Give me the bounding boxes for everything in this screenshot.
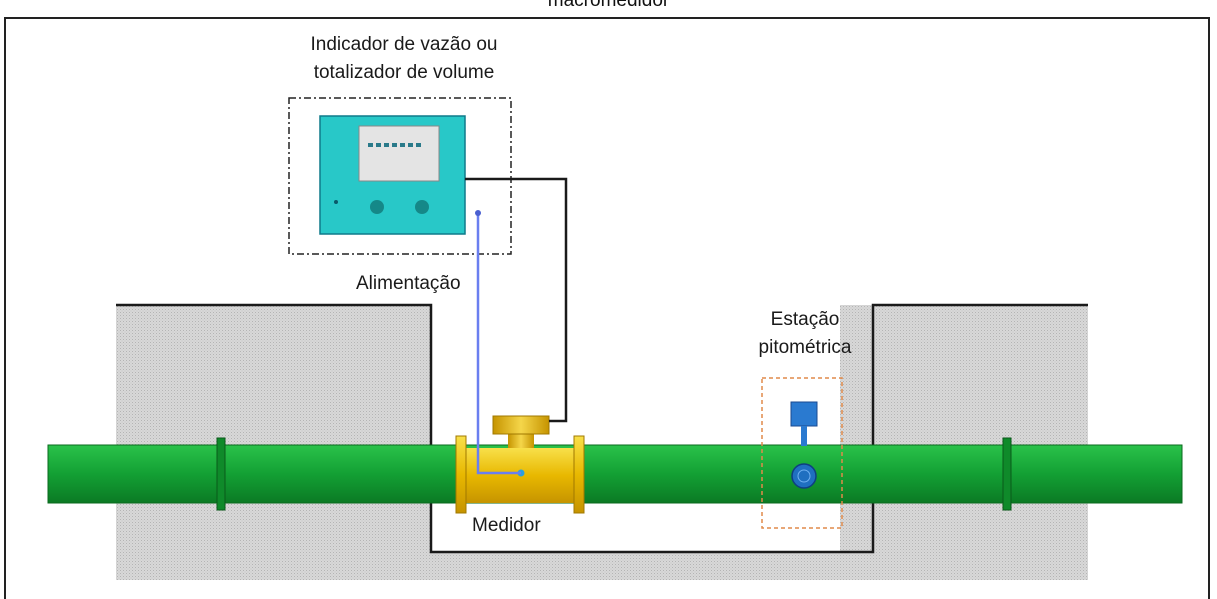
indicator-label-line2: totalizador de volume [313,62,495,83]
pitot-tap-inner [797,469,811,483]
pipe-flange-left [216,437,226,511]
figure-frame [4,17,1210,599]
pitot-transmitter [790,401,818,427]
indicator-label-line1: Indicador de vazão ou [310,34,498,55]
indicator-led [334,200,338,204]
meter-flange-right [573,435,585,514]
power-cable [465,177,568,423]
meter-neck [508,432,534,448]
signal-cable-terminal [475,210,481,216]
pitometric-station-outline [761,377,843,529]
ground-left [116,305,1088,580]
pipe-flange-right [1002,437,1012,511]
station-label-line1: Estação [770,309,840,330]
indicator-digits [368,143,421,147]
signal-cable [476,213,521,475]
pitot-stem [801,426,807,446]
indicator-enclosure [288,97,512,255]
trench-outline [116,303,1088,554]
power-label: Alimentação [356,273,461,294]
pitot-tap [791,463,817,489]
figure-caption: macromedidor [547,0,670,11]
indicator-button-right [415,200,429,214]
indicator-screen [358,125,440,182]
pipe [47,444,1183,504]
indicator-button-left [370,200,384,214]
meter-label: Medidor [472,515,541,536]
meter-flange-left [455,435,467,514]
meter-head [492,415,550,435]
station-label-line2: pitométrica [758,337,852,358]
